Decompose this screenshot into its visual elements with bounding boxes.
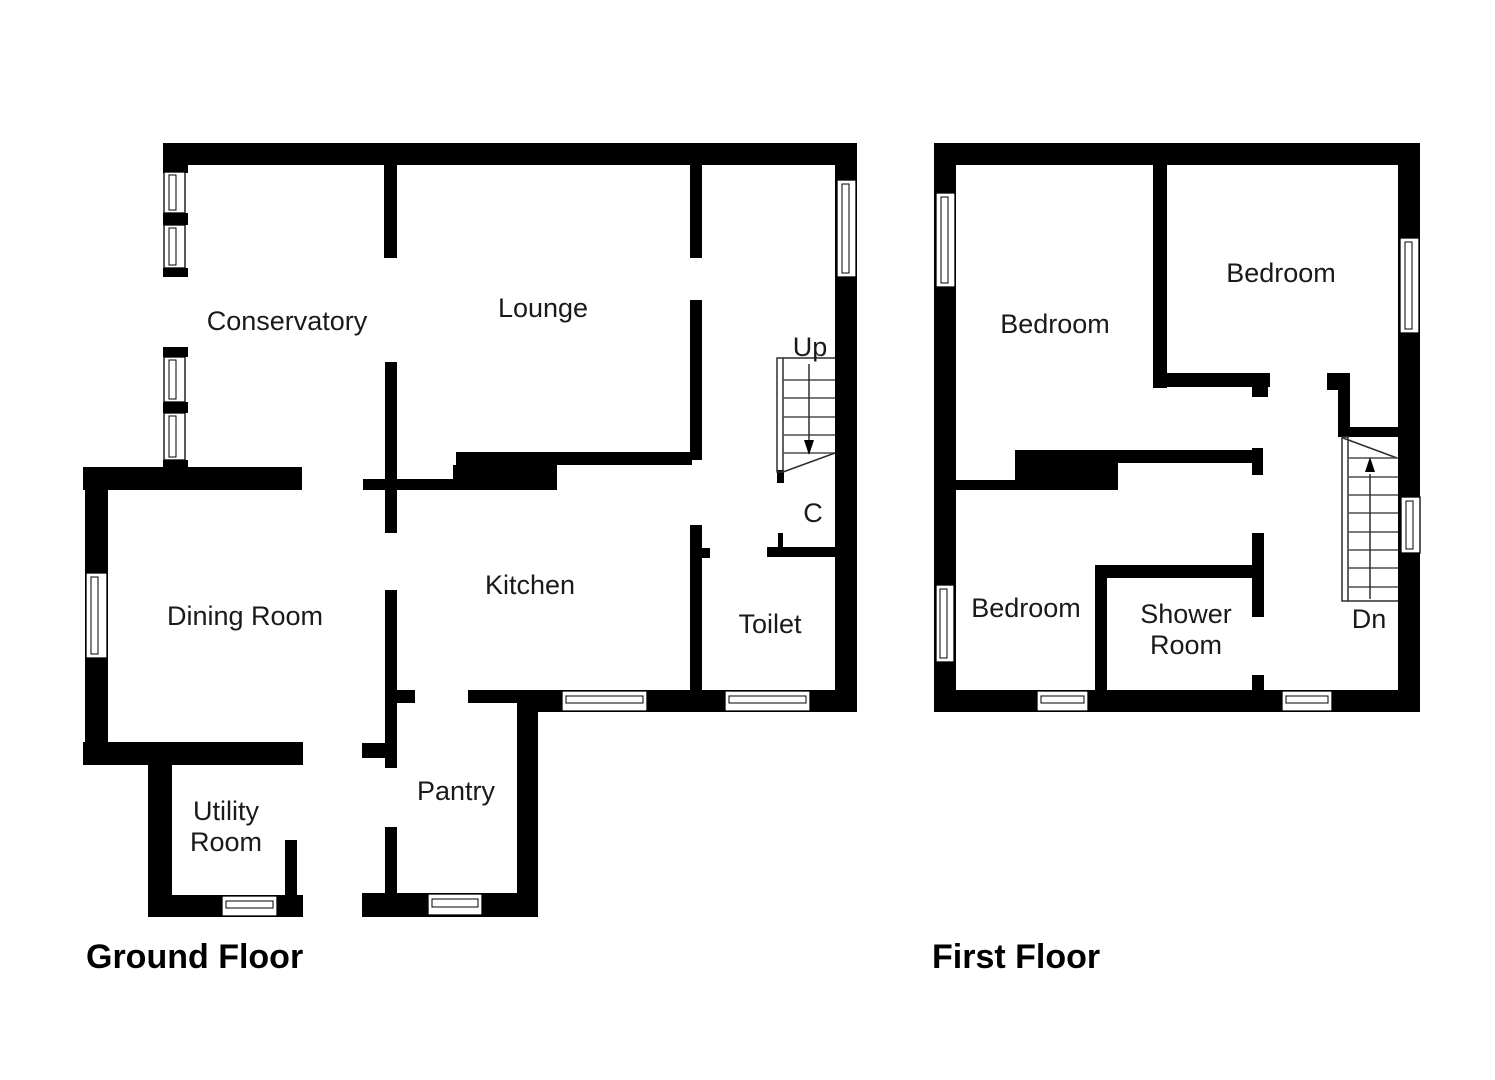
ff-stair-window [1400, 496, 1421, 554]
gf-top-wall [163, 143, 857, 165]
ff-middle-wall-thick [1015, 463, 1118, 490]
gf-kitchen-window [561, 690, 648, 712]
ff-stair-top-wall [1338, 427, 1398, 437]
gf-conservatory-wall-seg [163, 347, 188, 357]
ff-middle-wall-left-arm [956, 480, 1015, 490]
ground-floor-walls [83, 143, 857, 917]
ff-label-bedroom-back: Bedroom [1226, 258, 1336, 288]
gf-staircase [776, 357, 836, 473]
gf-toilet-window [724, 690, 811, 712]
gf-conservatory-window-2 [163, 224, 186, 269]
gf-stair-rail-tick [777, 470, 784, 483]
gf-lounge-right-window [836, 179, 857, 278]
gf-lounge-divider-upper [384, 165, 397, 258]
ff-shower-left-wall [1095, 565, 1107, 690]
gf-conservatory-wall-seg [163, 213, 188, 225]
ff-bottom-window-left [1036, 690, 1089, 712]
gf-bottom-wall-thin [468, 690, 517, 703]
gf-pantry-left-wall-upper [385, 590, 397, 768]
gf-utility-window [221, 895, 278, 917]
ff-stair-rail [1341, 436, 1349, 602]
gf-lounge-right-wall-upper [690, 165, 702, 258]
gf-pantry-left-arm [362, 743, 385, 758]
ground-floor-title: Ground Floor [86, 938, 303, 976]
ff-bottom-wall [934, 690, 1420, 712]
gf-label-conservatory: Conservatory [207, 306, 368, 336]
ff-stair-up-arrow-icon [1365, 457, 1375, 472]
gf-pantry-window [427, 893, 483, 916]
gf-label-utility-line2: Room [190, 827, 262, 857]
ff-left-window-upper [935, 192, 956, 288]
gf-label-pantry: Pantry [417, 776, 496, 806]
gf-pantry-left-wall-lower [385, 827, 397, 900]
ff-stair-nub [1327, 373, 1350, 390]
gf-conservatory-wall-seg [163, 268, 188, 277]
ff-staircase [1341, 436, 1398, 602]
first-floor-windows [935, 192, 1421, 712]
ff-bottom-window-right [1281, 690, 1333, 712]
first-floor-title: First Floor [932, 938, 1100, 976]
gf-cupboard-door-tick [778, 533, 783, 547]
ff-shower-right-wall [1252, 533, 1264, 617]
ff-label-shower-line2: Room [1150, 630, 1222, 660]
ff-shower-right-stub [1252, 675, 1264, 690]
ff-middle-wall [1015, 450, 1252, 463]
ff-bedroom-divider-wall [1153, 165, 1167, 388]
gf-label-cupboard: C [803, 498, 823, 528]
ff-top-wall [934, 143, 1420, 165]
gf-lounge-right-wall-lower [690, 300, 702, 460]
gf-utility-right-stub [285, 840, 297, 895]
ff-label-shower-line1: Shower [1140, 599, 1232, 629]
gf-label-utility-line1: Utility [193, 796, 259, 826]
gf-conservatory-window-3 [163, 356, 186, 403]
gf-dining-window [85, 572, 108, 659]
gf-conservatory-wall-seg [163, 165, 188, 173]
gf-stair-rail [776, 357, 784, 473]
ff-back-bedroom-door-notch [1252, 387, 1268, 397]
ff-stair-diagonal [1342, 437, 1398, 459]
gf-right-wall [835, 143, 857, 712]
ground-floor-windows [85, 171, 857, 917]
ground-floor-plan: Conservatory Lounge Up C Kitchen Dining … [83, 143, 857, 976]
gf-toilet-door-notch [702, 548, 710, 558]
ff-stair-nub-vertical [1338, 390, 1350, 437]
gf-label-lounge: Lounge [498, 293, 588, 323]
ff-label-stairs-dn: Dn [1352, 604, 1387, 634]
gf-toilet-divider-wall [690, 525, 702, 690]
gf-kitchen-top-wall-thick [453, 465, 557, 490]
gf-kitchen-top-wall [456, 452, 692, 465]
gf-dining-top-wall [83, 467, 302, 490]
gf-kitchen-top-arm [363, 479, 456, 490]
gf-lounge-divider-lower [385, 362, 397, 533]
ground-floor-room-labels: Conservatory Lounge Up C Kitchen Dining … [167, 293, 827, 857]
ff-back-bedroom-bottom-wall [1153, 373, 1270, 387]
gf-stair-diagonal [782, 452, 836, 473]
ff-label-bedroom-front: Bedroom [1000, 309, 1110, 339]
gf-label-kitchen: Kitchen [485, 570, 575, 600]
gf-label-dining-room: Dining Room [167, 601, 323, 631]
gf-label-toilet: Toilet [738, 609, 802, 639]
first-floor-room-labels: Bedroom Bedroom Bedroom Shower Room Dn [971, 258, 1386, 660]
ff-right-wall [1398, 143, 1420, 712]
gf-cupboard-wall [767, 547, 837, 557]
gf-stair-down-arrow-icon [804, 440, 814, 455]
first-floor-plan: Bedroom Bedroom Bedroom Shower Room Dn F… [932, 143, 1421, 976]
ff-label-bedroom-small: Bedroom [971, 593, 1081, 623]
gf-label-stairs-up: Up [793, 332, 828, 362]
ff-shower-top-wall [1095, 565, 1258, 578]
ff-left-window-lower [935, 584, 955, 663]
gf-conservatory-window-4 [163, 412, 186, 461]
ff-right-window-upper [1399, 237, 1420, 334]
gf-dining-bottom-wall [83, 742, 303, 765]
gf-pantry-door-notch [397, 690, 415, 703]
ff-middle-wall-end-cap [1252, 448, 1263, 475]
gf-conservatory-window-1 [163, 171, 186, 214]
gf-pantry-right-wall [517, 702, 538, 917]
gf-utility-left-wall [148, 755, 172, 917]
gf-conservatory-wall-seg [163, 402, 188, 413]
